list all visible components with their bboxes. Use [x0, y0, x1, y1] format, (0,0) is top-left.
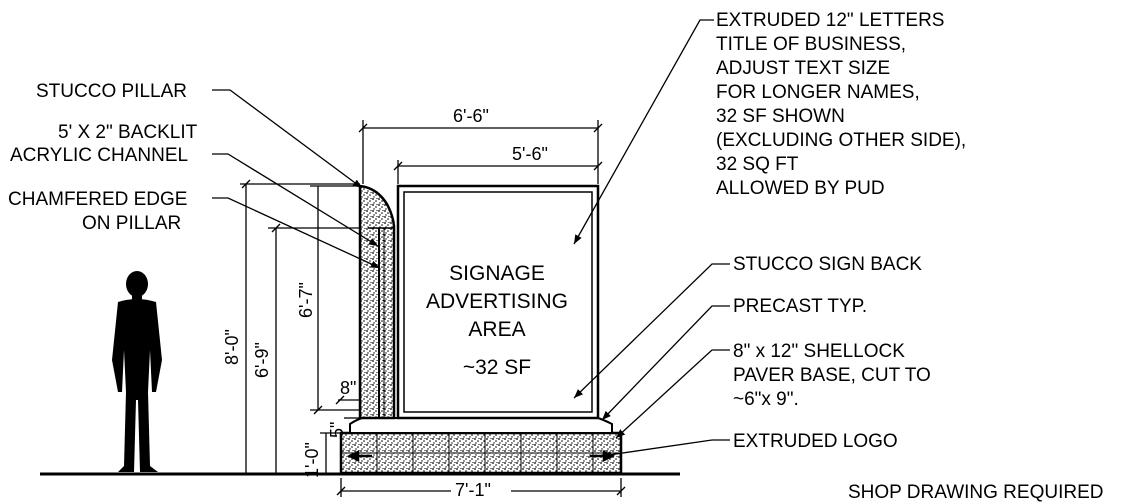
callout-letters-2: TITLE OF BUSINESS, — [716, 34, 906, 55]
callout-shellock-3: ~6"x 9". — [733, 389, 799, 410]
dim-base-width-label: 7'-1" — [455, 480, 491, 500]
sign-panel-line-3: AREA — [468, 318, 525, 341]
sign-panel-line-1: SIGNAGE — [449, 262, 545, 285]
dim-overall-height — [240, 179, 360, 474]
sign-panel-line-2: ADVERTISING — [426, 290, 568, 313]
dim-gap-label: 8" — [340, 378, 356, 398]
dim-panel-height-label: 6'-7" — [296, 282, 316, 318]
dim-panel-width — [393, 160, 603, 184]
dim-gap — [335, 395, 360, 405]
sign-panel-line-4: ~32 SF — [463, 356, 531, 379]
callout-chamfer-line-1: CHAMFERED EDGE — [8, 189, 187, 210]
callout-shellock-2: PAVER BASE, CUT TO — [733, 365, 931, 386]
callout-letters-4: FOR LONGER NAMES, — [716, 82, 920, 103]
callout-backlit-line-2: ACRYLIC CHANNEL — [10, 145, 188, 166]
callout-letters-7: 32 SQ FT — [716, 154, 799, 175]
callout-letters-6: (EXCLUDING OTHER SIDE), — [716, 130, 966, 151]
callout-sign-back: STUCCO SIGN BACK — [733, 254, 922, 275]
callout-letters-5: 32 SF SHOWN — [716, 106, 845, 127]
dim-base-height — [320, 432, 341, 474]
callout-extruded-logo: EXTRUDED LOGO — [733, 431, 898, 452]
callout-letters-8: ALLOWED BY PUD — [716, 178, 885, 199]
dim-overall-width — [358, 120, 603, 184]
callout-letters-3: ADJUST TEXT SIZE — [716, 58, 890, 79]
callout-letters-1: EXTRUDED 12" LETTERS — [716, 10, 944, 31]
callout-letters-block: EXTRUDED 12" LETTERS TITLE OF BUSINESS, … — [716, 10, 966, 199]
dim-pillar-height — [268, 223, 360, 474]
callout-chamfer-line-2: ON PILLAR — [82, 213, 181, 234]
human-figure-icon — [112, 271, 162, 472]
sign-panel-inner — [403, 191, 593, 413]
sign-panel-text: SIGNAGE ADVERTISING AREA ~32 SF — [426, 262, 568, 379]
precast-cap — [349, 417, 613, 434]
footer-note: SHOP DRAWING REQUIRED — [848, 482, 1103, 503]
stucco-pillar — [358, 184, 396, 420]
dim-overall-height-label: 8'-0" — [222, 329, 242, 365]
dim-panel-height — [310, 185, 360, 415]
paver-joints — [341, 433, 621, 473]
dim-panel-width-label: 5'-6" — [512, 144, 548, 164]
dim-precast-height — [344, 417, 360, 434]
dim-base-width — [336, 478, 626, 497]
dim-precast-height-label: 5" — [327, 422, 347, 438]
callout-precast: PRECAST TYP. — [733, 296, 867, 317]
callout-shellock-1: 8" x 12" SHELLOCK — [733, 341, 905, 362]
callout-backlit-line-1: 5' X 2" BACKLIT — [58, 122, 198, 143]
dim-base-height-label: 1'-0" — [302, 442, 322, 478]
dim-overall-width-label: 6'-6" — [453, 106, 489, 126]
callout-stucco-pillar: STUCCO PILLAR — [36, 81, 187, 102]
dim-pillar-height-label: 6'-9" — [252, 342, 272, 378]
